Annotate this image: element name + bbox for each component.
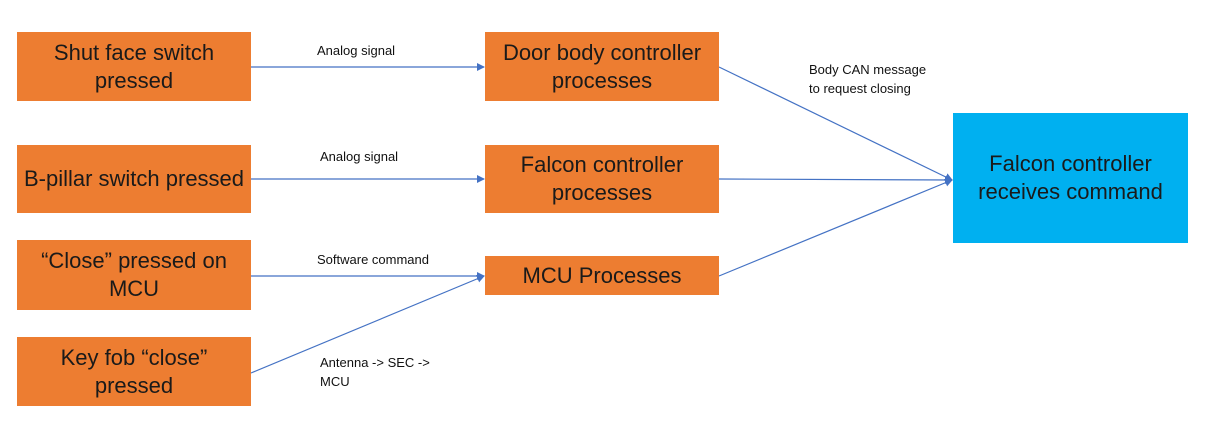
source-shut-face-switch: Shut face switch pressed (17, 32, 251, 101)
edge-label-body-can-1: Body CAN message (809, 62, 927, 77)
edge-door-to-target (718, 66, 953, 181)
edge-label-body-can-2: to request closing (809, 81, 911, 96)
target-falcon-controller-receives: Falcon controller receives command (953, 113, 1188, 243)
edge-falcon-to-target (718, 175, 953, 184)
edge-label-software-command: Software command (317, 252, 429, 267)
processor-falcon-controller: Falcon controller processes (485, 145, 719, 213)
edge-mcu-to-target (718, 178, 953, 277)
edge-fob-to-mcu (250, 274, 485, 374)
edge-label-antenna-1: Antenna -> SEC -> (320, 355, 430, 370)
processor-mcu: MCU Processes (485, 256, 719, 295)
edge-label-analog-1: Analog signal (317, 43, 396, 58)
source-b-pillar-switch: B-pillar switch pressed (17, 145, 251, 213)
edge-label-antenna-2: MCU (320, 374, 350, 389)
source-close-on-mcu: “Close” pressed on MCU (17, 240, 251, 310)
edge-label-analog-2: Analog signal (320, 149, 399, 164)
processor-door-body-controller: Door body controller processes (485, 32, 719, 101)
source-key-fob: Key fob “close” pressed (17, 337, 251, 406)
